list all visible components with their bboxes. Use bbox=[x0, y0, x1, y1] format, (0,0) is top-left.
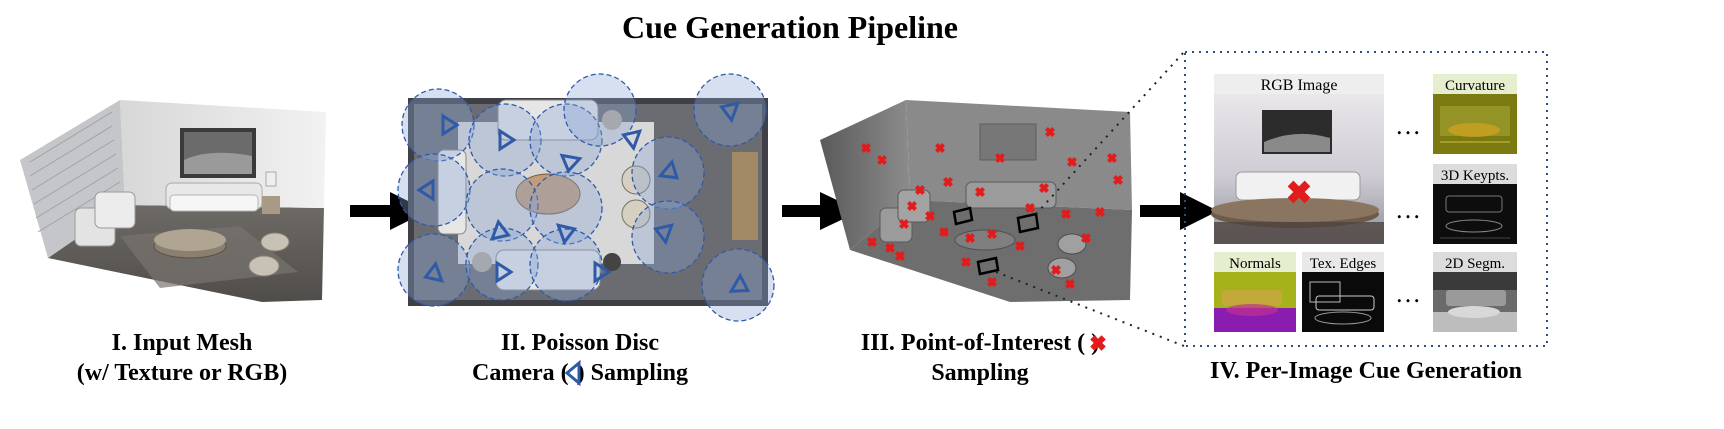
camera-marker-10 bbox=[652, 223, 675, 246]
poi-marker-21 bbox=[1081, 233, 1091, 243]
rgb-label-bg bbox=[1214, 74, 1384, 94]
rgb-poi-marker bbox=[1287, 180, 1311, 204]
ellipsis-row-1: … bbox=[1395, 111, 1421, 140]
pipeline-title: Cue Generation Pipeline bbox=[622, 9, 958, 45]
poi-marker-29 bbox=[1095, 207, 1105, 217]
keypoints-label-bg bbox=[1433, 164, 1517, 184]
segmentation-label-bg bbox=[1433, 252, 1517, 272]
poi-marker-9 bbox=[915, 185, 925, 195]
camera-marker-12 bbox=[495, 260, 514, 284]
stage-2-caption-pre: Camera ( bbox=[472, 360, 569, 386]
curvature-thumbnail bbox=[1433, 94, 1517, 154]
ellipsis-row-3: … bbox=[1395, 279, 1421, 308]
poisson-disc-2 bbox=[468, 103, 542, 177]
stage-3-caption-pre: III. Point-of-Interest ( bbox=[861, 330, 1085, 356]
normals-label: Normals bbox=[1229, 256, 1281, 272]
camera-marker-2 bbox=[498, 128, 517, 152]
ellipsis-row-2: … bbox=[1395, 195, 1421, 224]
poi-marker-23 bbox=[885, 243, 895, 253]
arrow-to-stage-4 bbox=[1140, 192, 1218, 230]
poisson-disc-5 bbox=[693, 73, 767, 147]
segmentation-label: 2D Segm. bbox=[1445, 256, 1505, 272]
poi-marker-30 bbox=[1015, 241, 1025, 251]
curvature-label-bg bbox=[1433, 74, 1517, 94]
poi-marker-19 bbox=[1025, 203, 1035, 213]
poisson-disc-13 bbox=[701, 248, 775, 322]
poisson-disc-7 bbox=[465, 168, 539, 242]
poi-marker-6 bbox=[1067, 157, 1077, 167]
poi-marker-11 bbox=[975, 187, 985, 197]
rgb-image-label: RGB Image bbox=[1261, 77, 1338, 94]
poi-marker-4 bbox=[995, 153, 1005, 163]
stage-1-caption-line2: (w/ Texture or RGB) bbox=[77, 360, 287, 386]
poi-marker-22 bbox=[867, 237, 877, 247]
camera-marker-13 bbox=[593, 260, 612, 284]
zoom-connectors bbox=[995, 51, 1185, 347]
poi-marker-18 bbox=[987, 229, 997, 239]
poi-marker-16 bbox=[939, 227, 949, 237]
stage-2-caption-post: ) Sampling bbox=[577, 360, 688, 386]
stage-3-caption-line2: Sampling bbox=[931, 360, 1028, 386]
camera-marker-6 bbox=[489, 218, 512, 241]
camera-marker-14 bbox=[728, 272, 751, 293]
poi-marker-27 bbox=[1065, 279, 1075, 289]
poisson-disc-8 bbox=[529, 171, 603, 245]
normals-label-bg bbox=[1214, 252, 1296, 272]
poi-marker-20 bbox=[1061, 209, 1071, 219]
camera-marker-9 bbox=[657, 158, 680, 180]
curvature-label: Curvature bbox=[1445, 78, 1505, 94]
input-mesh-panel bbox=[20, 100, 326, 302]
stage-1-caption-line1: I. Input Mesh bbox=[112, 330, 253, 356]
stage-4-caption: IV. Per-Image Cue Generation bbox=[1210, 358, 1522, 384]
poi-marker-5 bbox=[1045, 127, 1055, 137]
poisson-disc-11 bbox=[465, 227, 539, 301]
poi-marker-8 bbox=[1113, 175, 1123, 185]
camera-marker-3 bbox=[620, 129, 643, 152]
tex-edges-thumbnail bbox=[1302, 272, 1384, 332]
poisson-disc-3 bbox=[529, 103, 603, 177]
keypoints-thumbnail bbox=[1433, 184, 1517, 244]
poi-marker-14 bbox=[925, 211, 935, 221]
keypoints-label: 3D Keypts. bbox=[1441, 168, 1509, 184]
camera-marker-1 bbox=[441, 113, 460, 137]
poisson-disc-12 bbox=[529, 228, 603, 302]
poisson-disc-1 bbox=[401, 88, 475, 162]
poi-marker-25 bbox=[961, 257, 971, 267]
poi-marker-1 bbox=[861, 143, 871, 153]
camera-marker-8 bbox=[559, 153, 583, 174]
poi-marker-2 bbox=[877, 155, 887, 165]
poi-marker-12 bbox=[1039, 183, 1049, 193]
poi-marker-3 bbox=[935, 143, 945, 153]
poisson-disc-10 bbox=[397, 233, 471, 307]
poisson-disc-14 bbox=[563, 73, 637, 147]
stage-3-caption-line1: III. Point-of-Interest ( ) bbox=[861, 330, 1099, 356]
camera-marker-11 bbox=[422, 260, 445, 283]
poi-marker-24 bbox=[895, 251, 905, 261]
poi-marker-26 bbox=[1051, 265, 1061, 275]
stage-3-poi-icon bbox=[1090, 335, 1106, 351]
tex-edges-label: Tex. Edges bbox=[1310, 256, 1377, 272]
stage-2-camera-icon bbox=[564, 359, 581, 387]
rgb-image-thumbnail bbox=[1211, 94, 1384, 244]
camera-marker-7 bbox=[555, 223, 578, 246]
stage-2-caption-line1: II. Poisson Disc bbox=[501, 330, 659, 356]
poi-marker-15 bbox=[899, 219, 909, 229]
normals-thumbnail bbox=[1214, 272, 1296, 332]
poi-marker-10 bbox=[943, 177, 953, 187]
poi-marker-13 bbox=[907, 201, 917, 211]
stage-2-caption-line2: Camera ( ) Sampling bbox=[472, 360, 688, 386]
poisson-disc-4 bbox=[631, 136, 705, 210]
poi-marker-28 bbox=[987, 277, 997, 287]
segmentation-thumbnail bbox=[1433, 272, 1517, 332]
tex-edges-label-bg bbox=[1302, 252, 1384, 272]
poi-marker-17 bbox=[965, 233, 975, 243]
poi-marker-7 bbox=[1107, 153, 1117, 163]
camera-marker-4 bbox=[718, 101, 741, 124]
point-of-interest-panel bbox=[820, 100, 1132, 302]
camera-marker-5 bbox=[416, 178, 435, 202]
